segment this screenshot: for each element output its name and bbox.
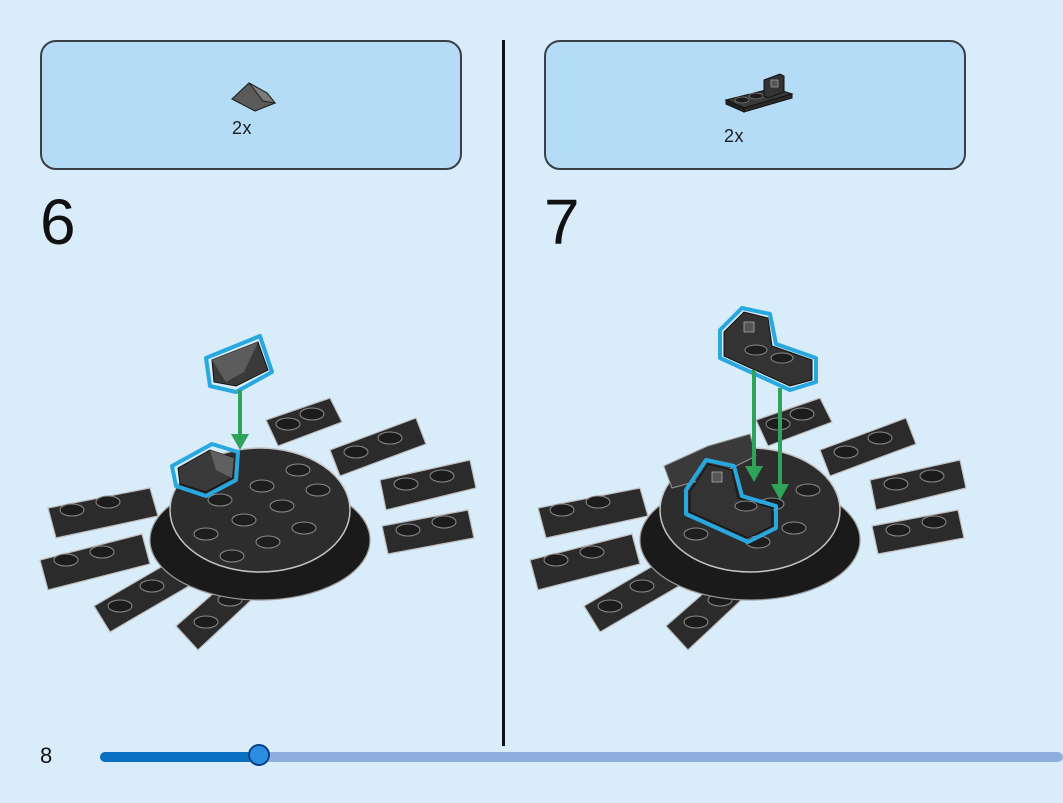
spider-model-step-6 [39, 334, 477, 651]
progress-fill [100, 752, 259, 762]
assembly-arrows [745, 370, 789, 500]
spider-model-step-7 [529, 306, 967, 651]
progress-bar [100, 744, 1063, 766]
slope-brick-icon [230, 82, 277, 112]
parts-callout-step-7: 2x [544, 40, 966, 170]
highlighted-bracket-floating [718, 306, 818, 392]
highlighted-bracket-placed [684, 458, 778, 544]
parts-quantity: 2x [724, 126, 745, 146]
parts-callout-step-6: 2x [40, 40, 462, 170]
step-number: 7 [544, 186, 580, 258]
step-number: 6 [40, 186, 76, 258]
leg-studs [543, 407, 947, 629]
parts-quantity: 2x [232, 118, 253, 138]
bracket-plate-icon [724, 73, 794, 113]
assembly-arrow [231, 390, 249, 450]
highlighted-slope-placed [170, 442, 240, 498]
step-divider [502, 40, 505, 746]
page-number: 8 [40, 743, 53, 768]
highlighted-slope-floating [204, 334, 274, 394]
progress-knob [247, 744, 270, 766]
body-studs [193, 463, 331, 563]
